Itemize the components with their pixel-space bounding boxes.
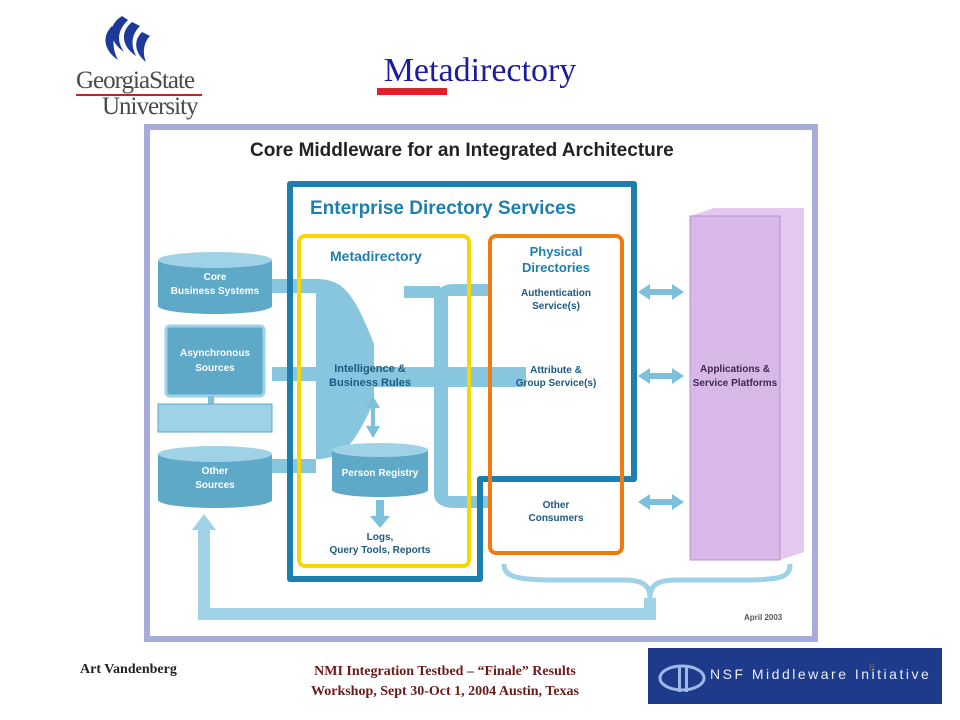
footer-event-line-1: NMI Integration Testbed – “Finale” Resul… [314,664,576,679]
footer-author: Art Vandenberg [80,662,177,677]
diagram-title: Core Middleware for an Integrated Archit… [250,140,674,161]
logs-arrow [370,500,390,528]
architecture-diagram: Core Middleware for an Integrated Archit… [144,124,818,642]
physical-label-2: Directories [522,260,590,275]
slide-title: Metadirectory [383,52,577,89]
auth-label-2: Service(s) [532,301,580,312]
service-double-arrows [638,284,684,510]
other-consumers-label-1: Other [543,500,570,511]
other-sources-label-2: Sources [195,480,235,491]
physical-directories-box [488,234,624,555]
gsu-logo: GeorgiaState University [36,12,202,124]
auth-label-1: Authentication [521,288,591,299]
other-sources: Other Sources [158,446,272,508]
async-label-2: Sources [195,363,235,374]
async-label-1: Asynchronous [180,348,250,359]
nmi-logo-icon [658,664,706,692]
physical-label-1: Physical [530,244,583,259]
apps-label-2: Service Platforms [693,378,778,389]
other-sources-label-1: Other [202,466,229,477]
title-accent-bar [377,88,447,95]
feedback-arrowhead [192,514,216,530]
logo-line-1: GeorgiaState [76,67,195,94]
metadirectory-box [297,234,471,568]
diagram-date: April 2003 [744,613,783,622]
enterprise-label: Enterprise Directory Services [310,198,576,219]
enterprise-directory-box [287,181,637,582]
applications-stack: Applications & Service Platforms [689,208,804,561]
footer-event: NMI Integration Testbed – “Finale” Resul… [275,662,615,702]
logs-label-1: Logs, [367,532,394,543]
page-number: 8 [869,662,876,674]
intelligence-label-1: Intelligence & [334,363,406,375]
flow-bands [272,279,526,508]
logo-divider [76,94,202,96]
metadirectory-label: Metadirectory [330,248,422,264]
core-label-2: Business Systems [171,286,260,297]
other-consumers-label-2: Consumers [528,513,583,524]
footer-event-line-2: Workshop, Sept 30-Oct 1, 2004 Austin, Te… [311,684,579,699]
core-business-systems: Core Business Systems [158,252,272,314]
asynchronous-sources: Asynchronous Sources [157,324,273,433]
intelligence-label-2: Business Rules [329,377,411,389]
gsu-flame-icon [105,16,150,62]
logo-line-2: University [102,93,199,120]
apps-label-1: Applications & [700,364,770,375]
nmi-banner-text: NSF Middleware Initiative [710,666,932,682]
core-label-1: Core [204,272,227,283]
person-registry: Person Registry [332,443,428,497]
feedback-path [198,528,656,620]
attr-label-2: Group Service(s) [516,378,597,389]
registry-double-arrow [366,396,380,438]
attr-label-1: Attribute & [530,365,582,376]
person-registry-label: Person Registry [342,468,419,479]
nmi-banner: NSF Middleware Initiative [648,648,942,704]
logs-label-2: Query Tools, Reports [330,545,431,556]
